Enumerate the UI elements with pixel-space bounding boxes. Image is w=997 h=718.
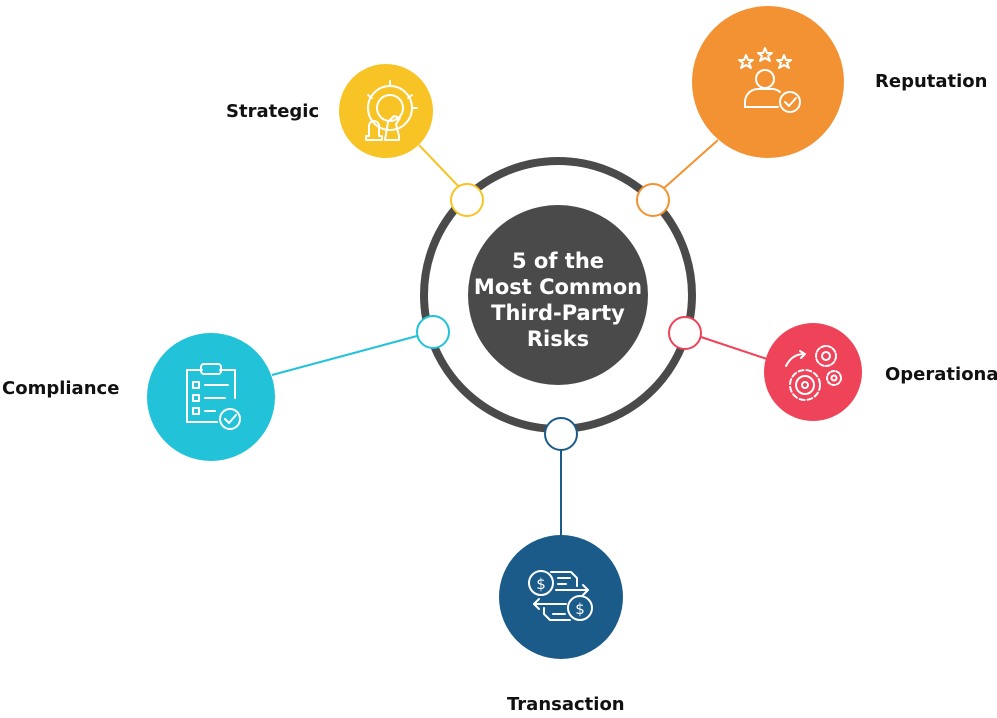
user-stars-icon	[738, 47, 801, 113]
label-operational: Operational	[885, 364, 997, 385]
center-disc	[468, 205, 648, 385]
junction-transaction	[544, 417, 578, 451]
node-reputation	[692, 6, 844, 158]
center-title-line: Most Common	[473, 275, 643, 299]
money-exchange-icon: $ $	[528, 570, 593, 621]
junction-operational	[668, 316, 702, 350]
label-strategic: Strategic	[226, 101, 320, 122]
center-title-line: Third-Party	[491, 301, 625, 325]
label-reputation: Reputation	[875, 71, 988, 92]
node-operational	[764, 323, 862, 421]
label-compliance: Compliance	[2, 378, 120, 399]
connector-strategic	[418, 144, 461, 189]
junction-compliance	[416, 315, 450, 349]
junction-strategic	[450, 183, 484, 217]
connector-operational	[700, 336, 771, 361]
node-strategic	[339, 64, 433, 158]
connector-compliance	[271, 335, 418, 376]
checklist-icon	[186, 363, 241, 430]
center-title-line: Risks	[526, 327, 590, 351]
node-transaction	[499, 535, 623, 659]
center-title: 5 of the Most Common Third-Party Risks	[468, 248, 648, 352]
center-title-line: 5 of the	[511, 249, 605, 273]
connector-reputation	[662, 139, 719, 190]
junction-reputation	[636, 183, 670, 217]
label-transaction: Transaction	[507, 694, 625, 715]
svg-text:$: $	[536, 575, 546, 593]
gears-icon	[785, 345, 842, 401]
gear-chess-icon	[365, 80, 418, 141]
svg-text:$: $	[575, 600, 585, 618]
